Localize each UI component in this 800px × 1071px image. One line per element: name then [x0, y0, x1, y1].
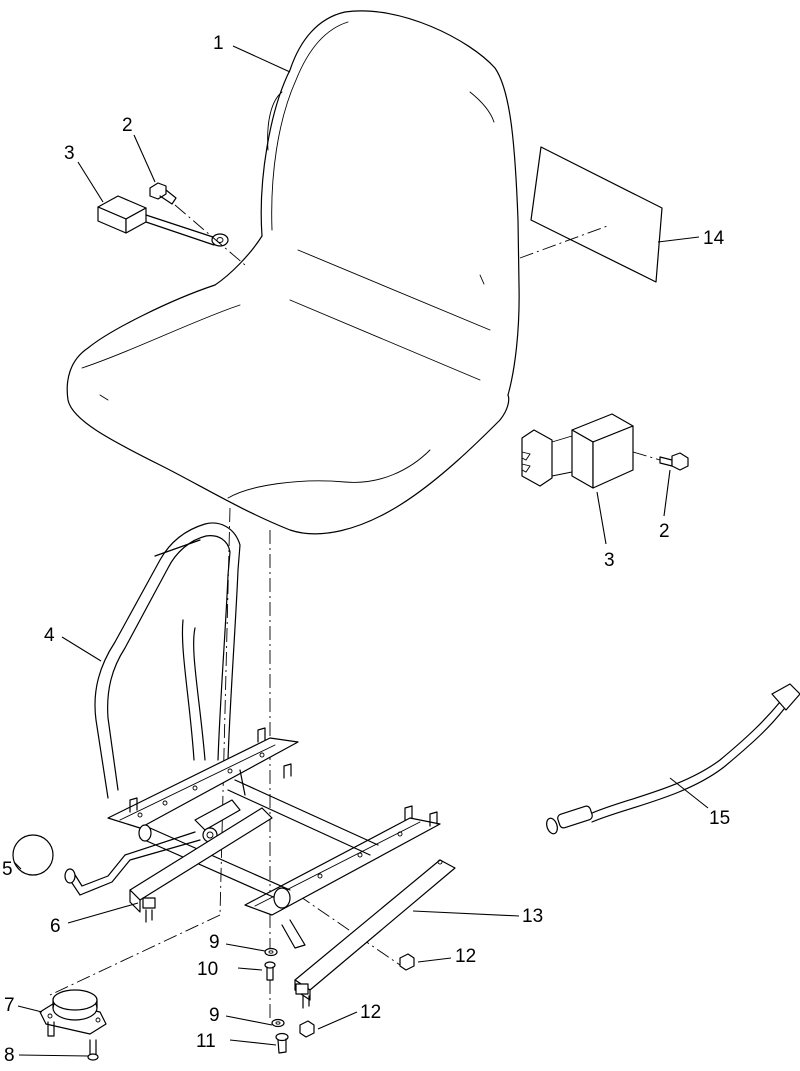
- bolt-upper-part: [149, 182, 177, 205]
- seat-part: [66, 10, 520, 535]
- callout-12-lower: 12: [360, 1002, 381, 1023]
- callout-12-upper: 12: [455, 946, 476, 967]
- callout-10: 10: [197, 959, 218, 980]
- callout-2-lower: 2: [659, 521, 670, 542]
- callout-1: 1: [213, 33, 224, 54]
- callout-14: 14: [703, 228, 725, 249]
- callout-labels: 1 2 3 14 3 2 4 15 5 6 13 9 10 12 7 9 12 …: [2, 33, 730, 1066]
- seat-switch-base-part: [39, 989, 107, 1061]
- callout-9-lower: 9: [209, 1005, 220, 1026]
- seat-switch-right-part: [521, 413, 661, 489]
- callout-2-upper: 2: [122, 115, 133, 136]
- hardware-parts: [264, 947, 415, 1054]
- callout-15: 15: [709, 808, 730, 829]
- leader-lines: [13, 45, 709, 1057]
- callout-8: 8: [4, 1045, 15, 1066]
- seat-frame-handle-part: [94, 522, 241, 799]
- bolt-lower-part: [659, 452, 689, 471]
- seat-slide-frame-part: [64, 727, 456, 1009]
- callout-13: 13: [522, 906, 543, 927]
- callout-9-upper: 9: [209, 932, 220, 953]
- callout-5: 5: [2, 859, 13, 880]
- callout-11: 11: [196, 1031, 216, 1052]
- decal-part: [519, 146, 663, 283]
- knob-part: [12, 834, 54, 876]
- seat-switch-left-part: [97, 195, 246, 266]
- callout-3-upper: 3: [64, 143, 75, 164]
- callout-7: 7: [4, 995, 15, 1016]
- callout-4: 4: [44, 625, 55, 646]
- wire-harness-part: [546, 683, 800, 835]
- callout-6: 6: [50, 916, 61, 937]
- callout-3-lower: 3: [604, 550, 615, 571]
